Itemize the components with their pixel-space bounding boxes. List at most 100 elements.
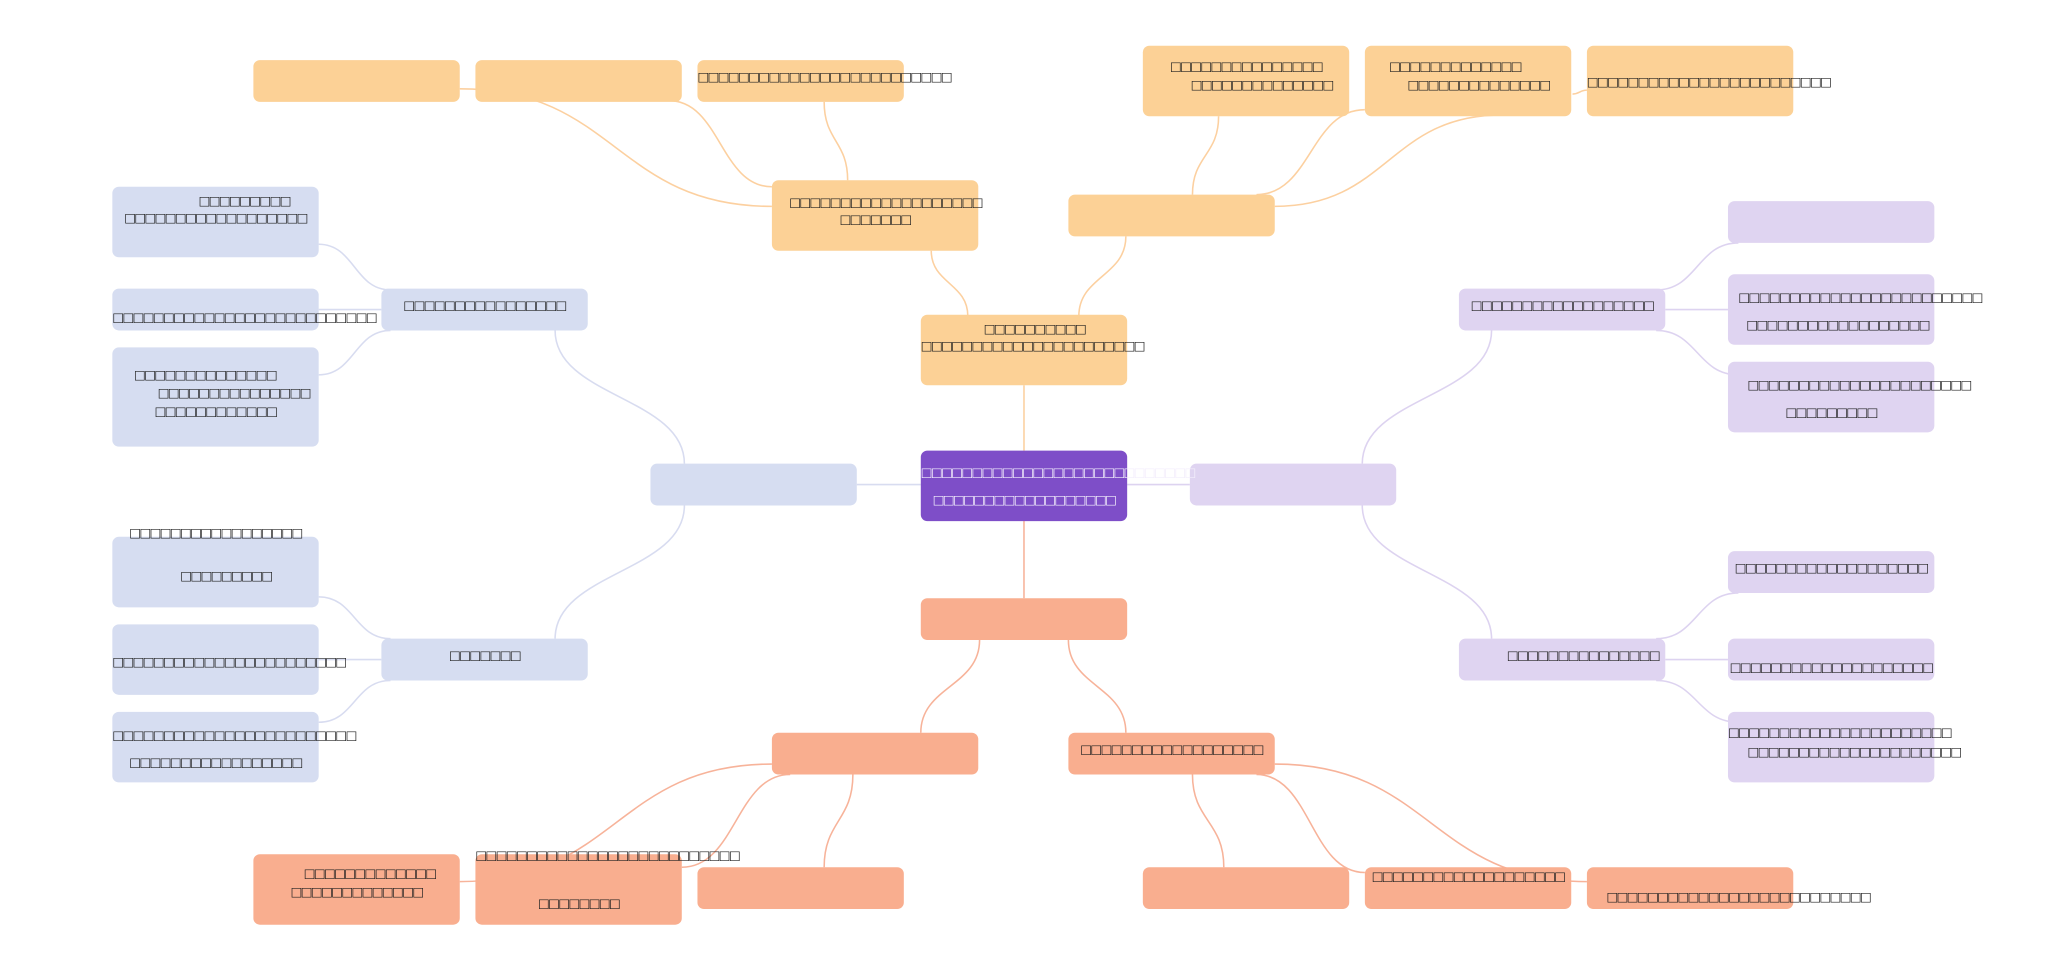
topic-node-b1b[interactable]: □□□□□□□□□□□□□□□□□□□□□□□□□□ [112, 288, 378, 331]
node-text-line: □□□□□□□□□□□□□□□ [1169, 60, 1324, 75]
node-text-line: □□□□□□□□□□□□□□□□□□□ [789, 195, 983, 211]
node-text-line: □□□□□□□ [839, 212, 913, 228]
node-text-line: □□□□□□□□□□□□□□□□□□□□□□□ [112, 655, 347, 671]
topic-node-s0[interactable] [920, 598, 1128, 640]
connector-edge [1274, 114, 1503, 208]
topic-node-s2c[interactable]: □□□□□□□□□□□□□□□□□□□□□□□□□□ [1586, 867, 1872, 910]
node-text-line: □□□□□□□□□□□□□□□□□ [129, 526, 303, 541]
node-text-line: □□□□□□□□□□□□□□□□□□□□□□□□ [1738, 291, 1983, 306]
node-text-line: □□□□□□□□□□□□□□□□□□ [932, 493, 1117, 509]
node-text-line: □□□□□□□□□ [1785, 406, 1878, 421]
node-text-line: □□□□□□□□□ [180, 569, 273, 584]
topic-node-p2c[interactable]: □□□□□□□□□□□□□□□□□□□□□□□□□□□□□□□□□□□□□□□□… [1727, 711, 1962, 783]
topic-node-o2c[interactable]: □□□□□□□□□□□□□□□□□□□□□□□□ [1586, 45, 1832, 117]
node-text-line: □□□□□□□□□□□□□□□□□□□□ [1729, 660, 1935, 676]
node-text-line: □□□□□□□□□□□□□□ [1190, 78, 1335, 93]
topic-node-b1[interactable]: □□□□□□□□□□□□□□□□ [381, 288, 588, 331]
node-text-line: □□□□□□□□□□□□□□□□□□□□□ [1747, 745, 1963, 761]
connector-edge [1572, 89, 1587, 95]
node-text-line: □□□□□□□□□□□□□□□□□□□□□□□□□□ [1606, 890, 1872, 906]
topic-node-o2a[interactable]: □□□□□□□□□□□□□□□□□□□□□□□□□□□□□ [1142, 45, 1350, 117]
node-text-line: □□□□□□□□□□□□□□□□□ [129, 756, 303, 771]
connector-edge [459, 88, 772, 208]
node-text-line: □□□□□□□□□□□□□□□□□□□□□□□□□□ [112, 310, 377, 326]
node-text-line: □□□□□□□□□□□□ [154, 404, 278, 420]
node-text-line: □□□□□□□□□□□□□ [290, 885, 425, 900]
topic-node-p0[interactable] [1189, 463, 1397, 506]
topic-node-o2b[interactable]: □□□□□□□□□□□□□□□□□□□□□□□□□□□ [1364, 45, 1572, 117]
topic-node-b1c[interactable]: □□□□□□□□□□□□□□□□□□□□□□□□□□□□□□□□□□□□□□□□… [112, 347, 319, 447]
node-text-line: □□□□□□□□□□□□□□□□□□ [1746, 318, 1930, 334]
node-text-line: □□□□□□□□□□□□□□□□□□□□□□ [1747, 378, 1973, 394]
connector-edge [1256, 108, 1365, 196]
node-text-line: □□□□□□□□□□□□□□□□□□□□□□□□□□□ [920, 466, 1197, 481]
connector-edge [930, 250, 969, 317]
root-topic-node[interactable]: □□□□□□□□□□□□□□□□□□□□□□□□□□□□□□□□□□□□□□□□… [920, 450, 1197, 522]
connector-edge [1656, 592, 1739, 640]
topic-node-s1b[interactable]: □□□□□□□□□□□□□□□□□□□□□□□□□□□□□□□□□□ [475, 849, 741, 925]
connector-edge [1274, 763, 1587, 883]
topic-node-b1a[interactable]: □□□□□□□□□□□□□□□□□□□□□□□□□□□ [112, 186, 319, 258]
node-text-line: □□□□□□□□□□□□□□□□□□□□□□□□ [1586, 75, 1832, 91]
topic-node-s1a[interactable]: □□□□□□□□□□□□□□□□□□□□□□□□□□ [253, 854, 460, 925]
node-text-line: □□□□□□□□□□□□□□□□□□ [124, 211, 308, 226]
topic-node-s2b[interactable]: □□□□□□□□□□□□□□□□□□□ [1364, 867, 1572, 910]
topic-node-p1b[interactable]: □□□□□□□□□□□□□□□□□□□□□□□□□□□□□□□□□□□□□□□□… [1727, 274, 1984, 345]
connector-edge [681, 773, 791, 869]
connector-edge [318, 243, 391, 291]
topic-node-b0[interactable] [650, 463, 857, 506]
topic-node-b2c[interactable]: □□□□□□□□□□□□□□□□□□□□□□□□□□□□□□□□□□□□□□□□… [112, 711, 357, 783]
connector-edge [1067, 639, 1127, 733]
topic-node-p1a[interactable] [1727, 201, 1935, 243]
connector-edge [1656, 242, 1739, 291]
topic-node-b2[interactable]: □□□□□□□ [381, 638, 588, 681]
topic-node-p2b[interactable]: □□□□□□□□□□□□□□□□□□□□ [1727, 638, 1935, 681]
connector-edge [1361, 330, 1493, 464]
topic-node-b2b[interactable]: □□□□□□□□□□□□□□□□□□□□□□□ [112, 624, 347, 695]
node-text-line: □□□□□□□□□□□□□□ [134, 368, 278, 383]
topic-node-o1c[interactable]: □□□□□□□□□□□□□□□□□□□□□□□□□ [697, 60, 953, 102]
node-text-line: □□□□□□□ [449, 649, 522, 664]
node-text-line: □□□□□□□□□□□□□□□□□□ [1080, 743, 1264, 758]
node-text-line: □□□□□□□□□□□□□□□□ [403, 299, 567, 314]
topic-node-o2[interactable] [1068, 194, 1275, 237]
node-text-line: □□□□□□□□□□□□□□□□□□□□□□□□□□ [475, 848, 740, 864]
connector-edge [318, 596, 391, 640]
connector-edge [1256, 773, 1365, 874]
node-text-line: □□□□□□□□□□ [983, 322, 1087, 337]
node-text-line: □□□□□□□□□□□□□□□□□□□□□□□□ [112, 728, 357, 744]
topic-node-p2[interactable]: □□□□□□□□□□□□□□□ [1458, 638, 1666, 681]
connector-edge [1656, 329, 1739, 376]
topic-node-s2a[interactable] [1142, 867, 1350, 910]
topic-node-p1[interactable]: □□□□□□□□□□□□□□□□□□ [1458, 288, 1666, 331]
connector-edge [1656, 679, 1739, 724]
node-text-line: □□□□□□□□□□□□□□□□□□□□□□ [920, 339, 1146, 354]
connector-edge [554, 330, 686, 464]
topic-node-p2a[interactable]: □□□□□□□□□□□□□□□□□□□ [1727, 551, 1935, 593]
node-text-line: □□□□□□□□□□□□□□□ [1506, 649, 1661, 664]
topic-node-b2a[interactable]: □□□□□□□□□□□□□□□□□□□□□□□□□□ [112, 526, 319, 608]
node-text-line: □□□□□□□□□□□□□□□□□□ [1470, 299, 1655, 314]
connector-edge [318, 679, 391, 724]
node-text-line: □□□□□□□□□□□□□□□□□□□ [1371, 869, 1566, 885]
connector-edge [1078, 236, 1127, 317]
node-text-line: □□□□□□□□□□□□□ [1389, 60, 1523, 75]
topic-node-o1b[interactable] [475, 60, 682, 102]
node-text-line: □□□□□□□□□□□□□□ [1407, 78, 1552, 93]
connector-edge [823, 101, 849, 181]
topic-node-s1c[interactable] [697, 867, 904, 910]
connector-edge [554, 505, 686, 639]
node-text-line: □□□□□□□□ [538, 897, 621, 912]
topic-node-p1c[interactable]: □□□□□□□□□□□□□□□□□□□□□□□□□□□□□□□ [1727, 361, 1972, 433]
node-text-line: □□□□□□□□□□□□□□□□□□□□□□ [1727, 726, 1953, 741]
topic-node-o0[interactable]: □□□□□□□□□□□□□□□□□□□□□□□□□□□□□□□□ [920, 314, 1146, 386]
topic-node-o1[interactable]: □□□□□□□□□□□□□□□□□□□□□□□□□□ [771, 180, 984, 251]
node-text-line: □□□□□□□□□□□□□□□□□□□ [1734, 561, 1929, 576]
connector-edge [318, 329, 391, 376]
topic-node-s2[interactable]: □□□□□□□□□□□□□□□□□□ [1068, 732, 1275, 775]
connector-edge [1191, 116, 1220, 195]
topic-node-o1a[interactable] [253, 60, 460, 102]
topic-node-s1[interactable] [771, 732, 979, 775]
